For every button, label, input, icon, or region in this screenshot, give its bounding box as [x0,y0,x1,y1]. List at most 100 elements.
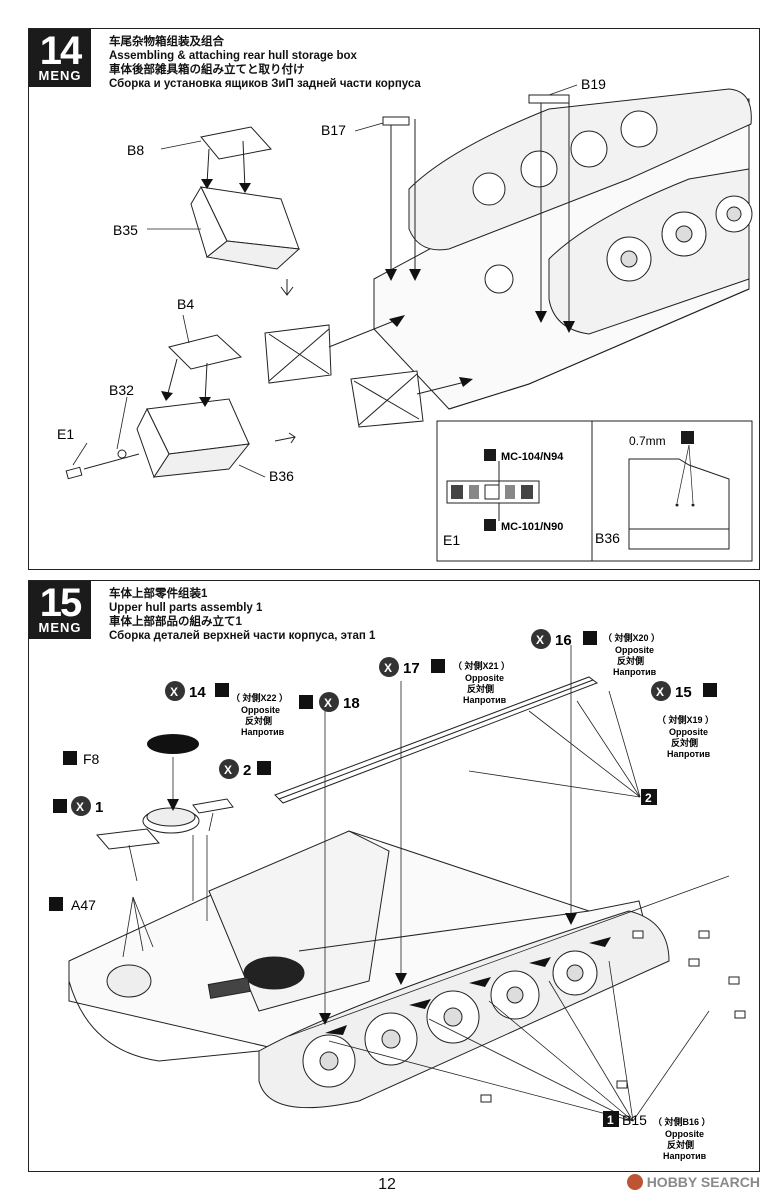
title-ru: Сборка деталей верхней части корпуса, эт… [109,630,376,642]
title-jp: 車体後部雑具箱の組み立てと取り付け [109,64,305,76]
svg-text:（ 対側X21 ）: （ 対側X21 ） [453,660,510,671]
decal-icon [49,897,63,911]
decal-marker-x1: X 1 [53,796,103,816]
glue-icon [703,683,717,697]
part-x14-decal [147,734,199,754]
installed-box-left [264,324,332,384]
glue-icon [431,659,445,673]
svg-text:反対側: 反対側 [671,737,698,748]
rear-hull-illustration [373,88,753,410]
lid-b4 [168,334,243,370]
decal-icon [53,799,67,813]
svg-text:X: X [324,696,332,710]
lid-b8 [200,126,272,160]
paint-part-label: E1 [443,532,460,548]
watermark: HOBBY SEARCH [626,1174,760,1190]
decal-marker-x18: X 18 [299,692,360,712]
part-x1-decal [96,828,160,850]
svg-text:1: 1 [95,799,103,816]
svg-text:Напротив: Напротив [463,695,507,705]
upper-hull-illustration [68,830,670,1109]
installed-box-right [350,370,424,428]
svg-text:2: 2 [243,762,251,779]
opposite-x22: （ 対側X22 ） Opposite 反対側 Напротив [231,692,288,737]
svg-text:反対側: 反対側 [617,655,644,666]
step-number: 14 [39,29,82,73]
svg-text:反対側: 反対側 [667,1139,694,1150]
track-hook-parts [480,930,746,1103]
svg-text:18: 18 [343,695,360,712]
svg-text:16: 16 [555,632,572,649]
label-b35: B35 [113,222,138,238]
paint-color-2: MC-101/N90 [501,521,563,533]
svg-text:2: 2 [645,791,652,805]
knife-icon [681,431,694,444]
part-e1 [65,449,127,480]
decal-icon [257,761,271,775]
plate-b19 [528,94,570,104]
title-en: Upper hull parts assembly 1 [109,602,263,614]
step-15-diagram: X 14 X 2 X 1 F8 A47 X 18 [49,629,746,1161]
opposite-x20: （ 対側X20 ） Opposite 反対側 Напротив [603,632,660,677]
svg-text:反対側: 反対側 [245,715,272,726]
title-cn: 车尾杂物箱组装及组合 [109,36,224,48]
svg-text:17: 17 [403,660,420,677]
svg-text:A47: A47 [71,897,96,913]
decal-marker-x15: X 15 [651,681,717,701]
title-en: Assembling & attaching rear hull storage… [109,50,357,62]
step-15-titles: 车体上部零件组装1 Upper hull parts assembly 1 車体… [109,587,375,643]
brand-logo: MENG [38,620,82,635]
label-b8: B8 [127,142,144,158]
arrow-heads [167,799,611,1035]
title-ru: Сборка и установка ящиков ЗиП задней час… [109,78,421,90]
label-b36: B36 [269,468,294,484]
glue-icon [299,695,313,709]
decal-marker-x14: X 14 [165,681,229,701]
decal-icon [63,751,77,765]
step-14-diagram: B8 B35 B17 B19 B4 B32 E1 B36 MC-104/N94 … [57,76,753,562]
svg-text:Напротив: Напротив [613,667,657,677]
step-15-badge: 15 MENG [29,581,91,639]
label-e1: E1 [57,426,74,442]
svg-text:Напротив: Напротив [241,727,285,737]
paint-brush-icon [484,449,496,461]
opposite-x21: （ 対側X21 ） Opposite 反対側 Напротив [453,660,510,705]
step-14-badge: 14 MENG [29,29,91,87]
svg-text:Opposite: Opposite [615,645,654,655]
svg-text:Напротив: Напротив [667,749,711,759]
svg-text:（ 対側X20 ）: （ 対側X20 ） [603,632,660,643]
decal-marker-x17: X 17 [379,657,445,677]
detail-part-label: B36 [595,530,620,546]
assembly-lines [122,645,730,1122]
paint-brush-icon [484,519,496,531]
svg-text:14: 14 [189,684,206,701]
title-cn: 车体上部零件组装1 [109,588,208,600]
svg-text:X: X [536,633,544,647]
label-b17: B17 [321,122,346,138]
paint-inset: MC-104/N94 MC-101/N90 E1 [436,420,593,562]
leader-lines [72,84,578,478]
detail-inset: 0.7mm B36 [591,420,753,562]
label-b32: B32 [109,382,134,398]
brand-logo: MENG [38,68,82,83]
step-14-titles: 车尾杂物箱组装及组合 Assembling & attaching rear h… [109,35,421,91]
step-15-block: 15 MENG 车体上部零件组装1 Upper hull parts assem… [28,580,760,1172]
fender-strip-part [274,676,599,804]
opposite-x19: （ 対側X19 ） Opposite 反対側 Напротив [657,714,714,759]
label-a47-group: A47 [49,897,96,913]
title-jp: 車体上部部品の組み立て1 [109,616,242,628]
plate-b17 [382,116,410,126]
label-f8-group: F8 [63,751,100,767]
glue-icon [583,631,597,645]
page-number: 12 [378,1176,396,1193]
part-b15-group: 1 B15 （ 対側B16 ） Opposite 反対側 Напротив [603,1111,711,1161]
svg-text:X: X [170,685,178,699]
svg-text:1: 1 [607,1113,614,1127]
part-2-badge: 2 [641,789,657,805]
step-number: 15 [39,581,82,625]
svg-text:X: X [656,685,664,699]
svg-text:B15: B15 [622,1112,647,1128]
svg-text:F8: F8 [83,751,100,767]
svg-text:Напротив: Напротив [663,1151,707,1161]
svg-text:Opposite: Opposite [669,727,708,737]
